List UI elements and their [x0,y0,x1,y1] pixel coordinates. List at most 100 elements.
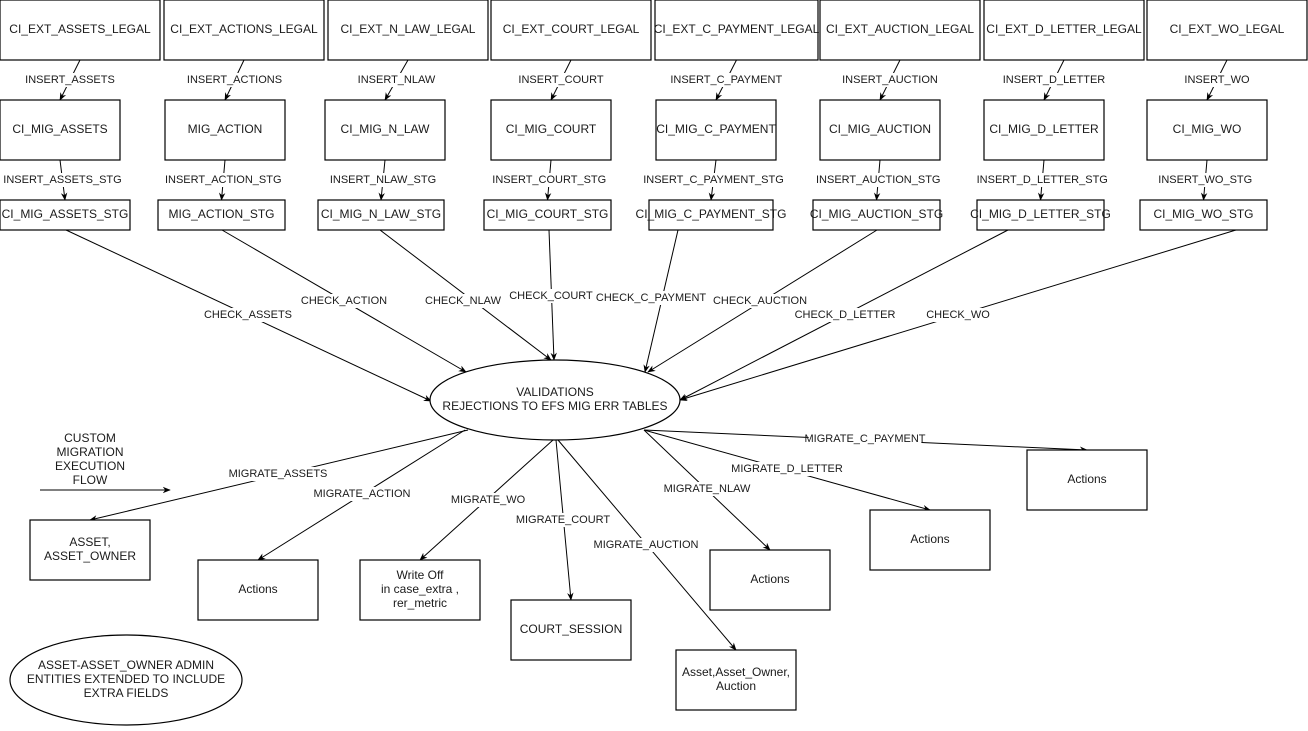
insert-stg-label-5-bg [818,173,938,187]
insert-stg-label-1-bg [166,173,280,187]
ext-table-3[interactable]: CI_EXT_COURT_LEGAL [490,0,652,61]
target-node-7-shape[interactable] [1026,449,1148,511]
mig-table-6-text: CI_MIG_D_LETTER [989,122,1099,136]
insert-label-1-bg [187,73,282,87]
stg-table-6[interactable]: CI_MIG_D_LETTER_STG [970,199,1111,231]
insert-label-6-bg [1004,73,1104,87]
target-node-6[interactable]: Actions [869,509,991,571]
ext-table-1[interactable]: CI_EXT_ACTIONS_LEGAL [163,0,325,61]
target-node-4[interactable]: Asset,Asset_Owner,Auction [675,649,797,711]
migrate-label-0: MIGRATE_ASSETS [229,467,327,481]
ext-table-0[interactable]: CI_EXT_ASSETS_LEGAL [0,0,161,61]
mig-table-4-shape[interactable] [655,99,777,161]
target-node-5[interactable]: Actions [709,549,831,611]
mig-table-0-shape[interactable] [0,99,121,161]
insert-label-7-bg [1186,73,1248,87]
stg-table-4[interactable]: CI_MIG_C_PAYMENT_STG [636,199,787,231]
stg-table-7[interactable]: CI_MIG_WO_STG [1139,199,1268,231]
mig-table-6-shape[interactable] [983,99,1105,161]
stg-table-0[interactable]: CI_MIG_ASSETS_STG [0,199,131,231]
mig-table-1[interactable]: MIG_ACTION [164,99,286,161]
ext-table-0-shape[interactable] [0,0,161,61]
stg-table-3-shape[interactable] [483,199,612,231]
migrate-label-3-bg [519,513,607,527]
target-node-4-text: Asset,Asset_Owner, [682,665,790,679]
insert-stg-label-3-text: INSERT_COURT_STG [492,174,606,186]
insert-label-0-bg [26,73,114,87]
insert-stg-label-3: INSERT_COURT_STG [492,173,606,187]
stg-table-5-text: CI_MIG_AUCTION_STG [810,207,943,221]
stg-table-3[interactable]: CI_MIG_COURT_STG [483,199,612,231]
mig-table-2[interactable]: CI_MIG_N_LAW [324,99,446,161]
ext-table-7-shape[interactable] [1146,0,1308,61]
target-node-3-shape[interactable] [510,599,632,661]
validation-ellipse[interactable] [429,359,681,441]
migrate-label-4-bg [596,538,696,552]
note-ellipse[interactable] [9,634,243,726]
mig-table-0[interactable]: CI_MIG_ASSETS [0,99,121,161]
target-node-5-shape[interactable] [709,549,831,611]
insert-label-7: INSERT_WO [1184,73,1250,87]
mig-table-2-shape[interactable] [324,99,446,161]
stg-table-1[interactable]: MIG_ACTION_STG [157,199,286,231]
ext-table-7[interactable]: CI_EXT_WO_LEGAL [1146,0,1308,61]
insert-stg-label-4: INSERT_C_PAYMENT_STG [643,173,784,187]
mig-table-4[interactable]: CI_MIG_C_PAYMENT [655,99,777,161]
migrate-label-6-bg [733,462,841,476]
target-node-0[interactable]: ASSET,ASSET_OWNER [29,519,151,581]
check-label-2-text: CHECK_NLAW [425,295,502,307]
insert-stg-label-7-text: INSERT_WO_STG [1158,174,1252,186]
ext-table-5-shape[interactable] [819,0,981,61]
check-label-2: CHECK_NLAW [425,294,502,308]
ext-table-3-shape[interactable] [490,0,652,61]
ext-table-6[interactable]: CI_EXT_D_LETTER_LEGAL [983,0,1145,61]
check-label-2-bg [429,294,497,308]
mig-table-4-text: CI_MIG_C_PAYMENT [656,122,776,136]
ext-table-6-shape[interactable] [983,0,1145,61]
stg-table-5[interactable]: CI_MIG_AUCTION_STG [810,199,943,231]
migrate-label-4-text: MIGRATE_AUCTION [594,539,699,551]
mig-table-0-text: CI_MIG_ASSETS [12,122,107,136]
target-node-3[interactable]: COURT_SESSION [510,599,632,661]
stg-table-1-shape[interactable] [157,199,286,231]
target-node-0-shape[interactable] [29,519,151,581]
ext-table-2-shape[interactable] [327,0,489,61]
stg-table-5-shape[interactable] [812,199,941,231]
check-label-6-text: CHECK_D_LETTER [795,309,896,321]
stg-table-3-text: CI_MIG_COURT_STG [487,207,609,221]
migrate-label-0-bg [231,467,325,481]
target-node-1-shape[interactable] [197,559,319,621]
mig-table-3[interactable]: CI_MIG_COURT [490,99,612,161]
stg-table-7-shape[interactable] [1139,199,1268,231]
ext-table-4[interactable]: CI_EXT_C_PAYMENT_LEGAL [654,0,820,61]
mig-table-3-shape[interactable] [490,99,612,161]
stg-table-2[interactable]: CI_MIG_N_LAW_STG [317,199,445,231]
ext-table-1-shape[interactable] [163,0,325,61]
mig-table-1-shape[interactable] [164,99,286,161]
target-node-4-shape[interactable] [675,649,797,711]
mig-table-5-shape[interactable] [819,99,941,161]
ext-table-4-shape[interactable] [654,0,819,61]
mig-table-7[interactable]: CI_MIG_WO [1146,99,1268,161]
check-label-7-bg [930,308,986,322]
ext-table-2[interactable]: CI_EXT_N_LAW_LEGAL [327,0,489,61]
mig-table-6[interactable]: CI_MIG_D_LETTER [983,99,1105,161]
target-node-7[interactable]: Actions [1026,449,1148,511]
mig-table-2-text: CI_MIG_N_LAW [341,122,431,136]
stg-table-0-shape[interactable] [0,199,131,231]
target-node-1[interactable]: Actions [197,559,319,621]
stg-table-4-shape[interactable] [648,199,774,231]
migrate-label-7-text: MIGRATE_C_PAYMENT [804,433,925,445]
ext-table-5[interactable]: CI_EXT_AUCTION_LEGAL [819,0,981,61]
stg-table-6-shape[interactable] [976,199,1105,231]
stg-table-2-shape[interactable] [317,199,445,231]
target-node-6-shape[interactable] [869,509,991,571]
mig-table-7-shape[interactable] [1146,99,1268,161]
mig-table-5[interactable]: CI_MIG_AUCTION [819,99,941,161]
target-node-2-text: in case_extra , [381,582,459,596]
target-node-2-shape[interactable] [359,559,481,621]
